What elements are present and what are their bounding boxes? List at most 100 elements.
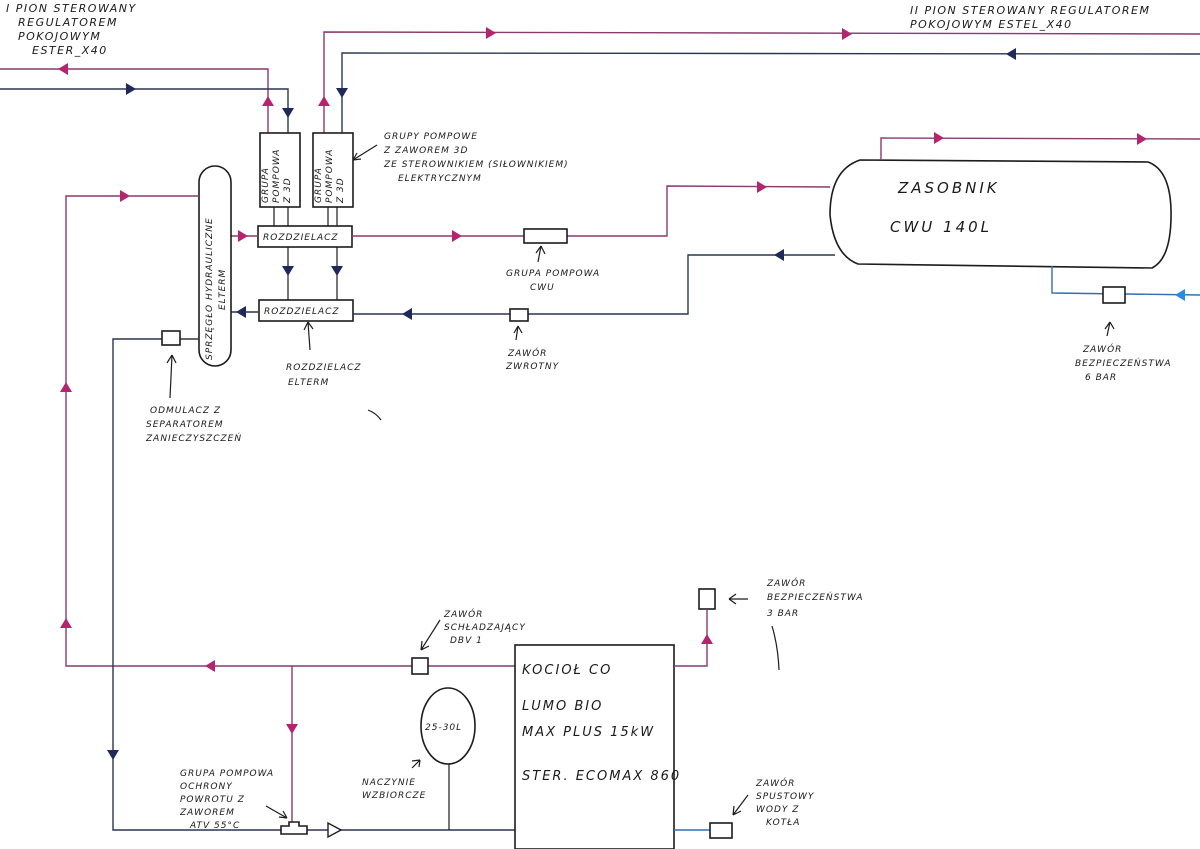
drain-valve-label-line: KOTŁA xyxy=(766,818,800,828)
flow-arrow-icon xyxy=(282,266,294,276)
separator-label: ODMULACZ Z SEPARATOREM ZANIECZYSZCZEŃ xyxy=(145,406,242,444)
flow-arrow-icon xyxy=(402,308,412,320)
manifold-callout-line: ROZDZIELACZ xyxy=(286,363,362,373)
dhw-supply-pipe xyxy=(352,185,831,237)
expansion-vessel xyxy=(420,687,476,765)
safety-valve-6bar-label-line: BEZPIECZEŃSTWA xyxy=(1075,357,1171,369)
pump-group-1-label-line: GRUPA xyxy=(261,167,271,203)
pump-group-2-label-line: Z 3D xyxy=(336,177,346,204)
pump-group-2-label-line: GRUPA xyxy=(314,167,324,203)
separator-label-line: ODMULACZ Z xyxy=(150,406,221,416)
dhw-tank-label: ZASOBNIK CWU 140L xyxy=(890,179,1000,236)
cooling-valve-label-line: DBV 1 xyxy=(450,636,483,646)
pump-groups-callout-line: Z ZAWOREM 3D xyxy=(383,146,468,156)
dirt-separator xyxy=(161,330,181,346)
callout-arrow-icon xyxy=(535,245,546,263)
pump-groups-callout-line: ZE STEROWNIKIEM (SIŁOWNIKIEM) xyxy=(383,160,569,170)
drain-valve-label-line: ZAWÓR xyxy=(755,777,795,789)
flow-arrow-icon xyxy=(331,266,343,276)
return-protection-valve xyxy=(280,821,308,835)
flow-arrow-icon xyxy=(1137,133,1147,145)
callout-arrow-icon xyxy=(728,593,748,605)
cooling-valve-dbv1 xyxy=(411,657,429,675)
safety-valve-6bar-label-line: 6 BAR xyxy=(1085,373,1117,383)
manifold-callout-line: ELTERM xyxy=(288,378,329,388)
separator-label-line: SEPARATOREM xyxy=(146,420,224,430)
manifold-return xyxy=(258,299,354,322)
callout-arrow-icon xyxy=(411,759,421,769)
cold-water-inlet-pipe xyxy=(1051,266,1200,296)
flow-arrow-icon xyxy=(238,230,248,242)
riser-2-label: II PION STEROWANY REGULATOREM POKOJOWYM … xyxy=(910,4,1150,31)
pump-group-2 xyxy=(312,132,354,208)
riser-1-label-line: ESTER_X40 xyxy=(32,44,108,57)
safety-valve-6bar xyxy=(1102,286,1126,304)
flow-arrow-icon xyxy=(1175,289,1185,301)
riser-2-return-pipe xyxy=(341,52,1200,133)
callout-arrow-icon xyxy=(513,325,523,341)
pump-group-1-label-line: POMPOWA xyxy=(272,149,282,203)
riser-1-label-line: I PION STEROWANY xyxy=(6,2,137,15)
safety-valve-3bar-label-line: 3 BAR xyxy=(767,609,799,619)
return-protection-label-line: OCHRONY xyxy=(180,782,233,792)
cooling-valve-label-line: SCHŁADZAJĄCY xyxy=(444,623,526,633)
expansion-vessel-label: NACZYNIE WZBIORCZE xyxy=(362,778,425,801)
boiler-label: KOCIOŁ CO LUMO BIO MAX PLUS 15kW STER. E… xyxy=(522,663,681,784)
dhw-outlet-pipe xyxy=(880,137,1200,160)
safety-valve-3bar xyxy=(698,588,716,610)
flow-arrow-icon xyxy=(934,132,944,144)
riser-1-return-pipe xyxy=(0,88,289,133)
callout-arrow-icon xyxy=(352,144,378,161)
flow-arrow-icon xyxy=(336,88,348,98)
riser-1-label-line: POKOJOWYM xyxy=(18,30,101,43)
hydraulic-coupler-label-line: ELTERM xyxy=(218,269,228,310)
return-protection-label: GRUPA POMPOWA OCHRONY POWROTU Z ZAWOREM … xyxy=(179,769,274,831)
callout-arrow-icon xyxy=(1104,321,1115,337)
drain-valve-label-line: SPUSTOWY xyxy=(756,792,815,802)
boiler-return-pipe xyxy=(112,338,515,831)
check-valve-label-line: ZAWÓR xyxy=(507,347,547,359)
dhw-tank xyxy=(829,159,1172,269)
safety-valve-3bar-label-line: BEZPIECZEŃSTWA xyxy=(767,591,863,603)
riser-2-label-line: II PION STEROWANY REGULATOREM xyxy=(910,4,1150,17)
separator-label-line: ZANIECZYSZCZEŃ xyxy=(145,432,242,444)
callout-arrow-icon xyxy=(352,152,362,161)
callout-arrow-icon xyxy=(303,321,314,351)
riser-2-label-line: POKOJOWYM ESTEL_X40 xyxy=(910,18,1073,31)
hydraulic-coupler xyxy=(198,165,232,367)
check-valve-label: ZAWÓR ZWROTNY xyxy=(505,347,559,372)
riser-1-supply-pipe xyxy=(0,68,269,133)
return-protection-label-line: GRUPA POMPOWA xyxy=(180,769,274,779)
dhw-pump-label-line: GRUPA POMPOWA xyxy=(506,269,600,279)
boiler-supply-pipe xyxy=(65,195,515,667)
pump-group-1-label-line: Z 3D xyxy=(283,177,293,204)
flow-arrow-icon xyxy=(262,96,274,106)
flow-arrow-icon xyxy=(107,750,119,760)
dhw-tank-label-line: ZASOBNIK xyxy=(897,179,1000,197)
flow-arrow-icon xyxy=(1006,48,1016,60)
flow-arrow-icon xyxy=(486,27,496,39)
dhw-pump-group xyxy=(523,228,568,244)
flow-arrow-icon xyxy=(120,190,130,202)
pump-group-2-label-line: POMPOWA xyxy=(325,149,335,203)
return-protection-label-line: POWROTU Z xyxy=(180,795,245,805)
drain-valve-label-line: WODY Z xyxy=(756,805,799,815)
pump-group-2-label: GRUPA POMPOWA Z 3D xyxy=(314,149,346,204)
return-protection-label-line: ATV 55°C xyxy=(189,821,240,831)
boiler-label-line: KOCIOŁ CO xyxy=(522,663,612,678)
flow-arrow-icon xyxy=(701,634,713,644)
expansion-vessel-volume: 25-30L xyxy=(425,723,462,733)
safety-valve-3bar-label-line: ZAWÓR xyxy=(766,577,806,589)
boiler-label-line: STER. ECOMAX 860 xyxy=(522,769,681,784)
flow-arrow-icon xyxy=(282,108,294,118)
safety-valve-3bar-label: ZAWÓR BEZPIECZEŃSTWA 3 BAR xyxy=(766,577,863,619)
flow-arrow-icon xyxy=(60,382,72,392)
flow-arrow-icon xyxy=(842,28,852,40)
pump-groups-callout-line: GRUPY POMPOWE xyxy=(384,132,478,142)
cooling-valve-label-line: ZAWÓR xyxy=(443,608,483,620)
pump-groups-callout: GRUPY POMPOWE Z ZAWOREM 3D ZE STEROWNIKI… xyxy=(383,132,569,184)
flow-arrow-icon xyxy=(452,230,462,242)
flow-arrow-icon xyxy=(774,249,784,261)
return-protection-label-line: ZAWOREM xyxy=(179,808,235,818)
